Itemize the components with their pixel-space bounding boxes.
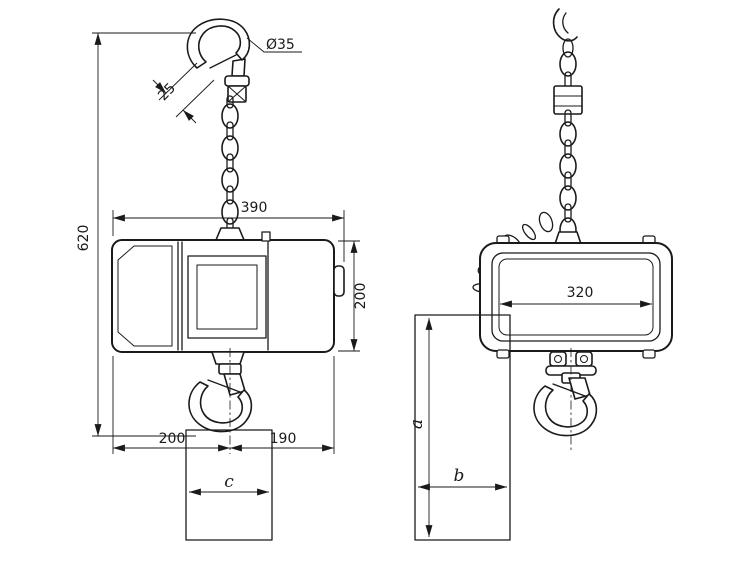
chain-container-front xyxy=(185,429,273,541)
top-bolt-icon xyxy=(261,231,271,242)
bottom-hook-side xyxy=(533,377,598,437)
bottom-hook-front xyxy=(188,373,253,433)
dim-side-width: 320 xyxy=(500,285,652,308)
dim-hook-diameter: Ø35 xyxy=(246,37,302,53)
chain-connector-block xyxy=(553,85,583,115)
dim-overall-width: 390 xyxy=(112,200,345,262)
hoist-body-front xyxy=(111,227,345,375)
load-chain-front xyxy=(221,95,239,233)
dim-label-390: 390 xyxy=(241,200,268,216)
bottom-mount-side xyxy=(545,351,597,384)
dim-label-190: 190 xyxy=(270,431,297,447)
dim-label-200-span: 200 xyxy=(159,431,186,447)
dim-label-c: c xyxy=(224,472,234,492)
chain-top-side xyxy=(552,8,583,115)
dim-label-320: 320 xyxy=(567,285,594,301)
hoist-body-side xyxy=(479,231,673,359)
dim-bottom-spans: 200 190 xyxy=(112,356,335,454)
suspension-chain-side xyxy=(559,109,577,243)
dim-c: c xyxy=(189,472,269,496)
front-view: 25 Ø35 xyxy=(76,18,369,541)
side-cap-icon xyxy=(333,265,345,297)
hook-latch-icon xyxy=(207,379,241,393)
chain-container-side xyxy=(414,314,511,541)
dim-label-620: 620 xyxy=(76,225,92,252)
dim-label-200-height: 200 xyxy=(353,283,369,310)
hook-latch-icon xyxy=(209,54,237,69)
dim-b: b xyxy=(418,466,507,491)
dim-a: a xyxy=(407,318,433,537)
dim-body-height: 200 xyxy=(338,240,369,352)
dim-hook-opening: 25 xyxy=(152,62,215,124)
dim-label-d35: Ø35 xyxy=(266,37,295,53)
side-view: 320 a b xyxy=(407,8,673,541)
top-hook-front xyxy=(186,18,251,103)
dim-label-b: b xyxy=(454,466,465,486)
dim-overall-height: 620 xyxy=(76,32,196,437)
dim-label-a: a xyxy=(407,419,427,429)
